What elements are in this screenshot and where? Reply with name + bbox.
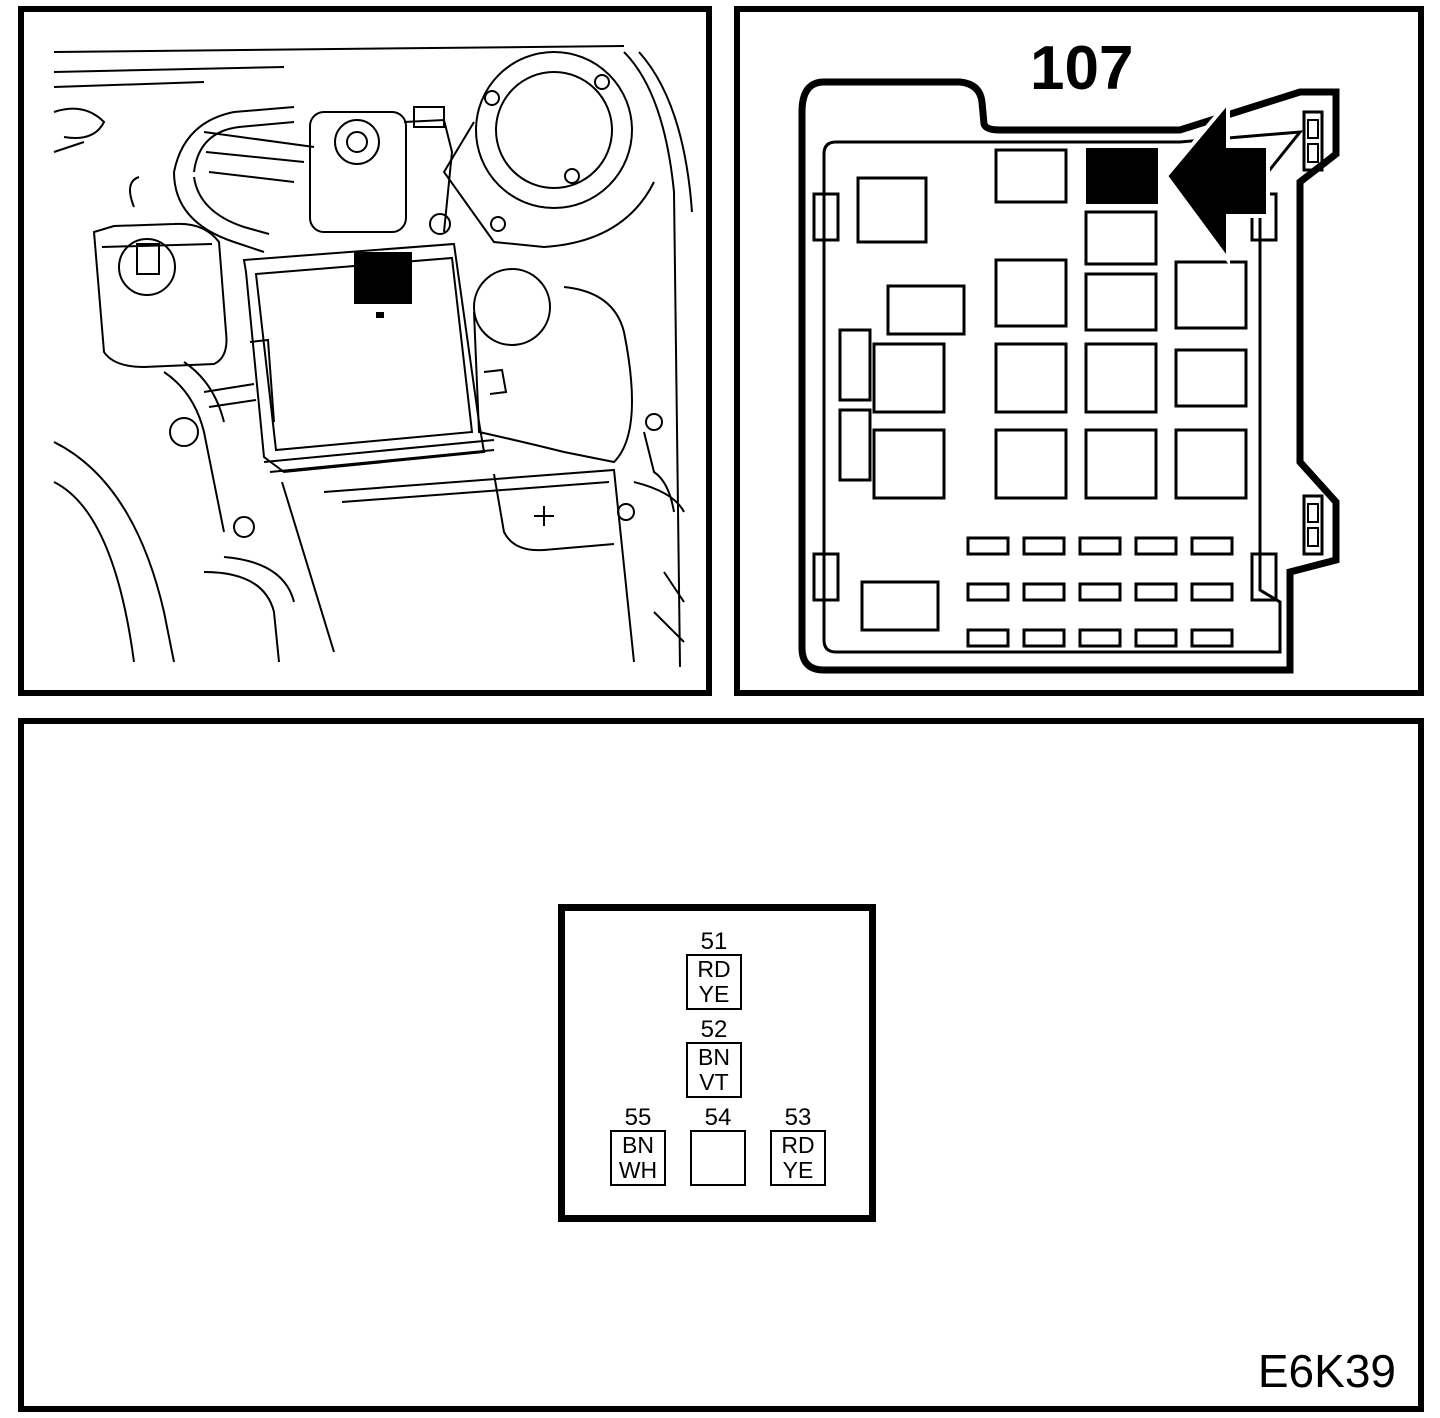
pin-number: 53 bbox=[784, 1104, 812, 1131]
relay-slot bbox=[1084, 428, 1158, 500]
wire-color-top: BN bbox=[622, 1132, 654, 1158]
pin-cavity bbox=[690, 1130, 746, 1186]
pin-number: 55 bbox=[624, 1104, 652, 1131]
relay-slots bbox=[838, 148, 1248, 632]
connector-pin-51: 51 RD YE bbox=[684, 930, 744, 1010]
relay-slot bbox=[1174, 428, 1248, 500]
engine-bay-drawing bbox=[53, 45, 693, 668]
relay-slot bbox=[872, 342, 946, 414]
relay-slot bbox=[872, 428, 946, 500]
pin-number: 51 bbox=[700, 928, 728, 955]
highlighted-relay-slot bbox=[1086, 148, 1158, 204]
relay-slot bbox=[1174, 260, 1248, 330]
connector-pin-52: 52 BN VT bbox=[684, 1018, 744, 1098]
relay-slot bbox=[1084, 342, 1158, 414]
mini-fuse-rows bbox=[966, 536, 1234, 648]
connector-pin-55: 55 BN WH bbox=[608, 1106, 668, 1186]
pin-number: 54 bbox=[704, 1104, 732, 1131]
relay-slot bbox=[994, 342, 1068, 414]
engine-bay-illustration-panel bbox=[18, 6, 712, 696]
wire-color-top: BN bbox=[698, 1044, 730, 1070]
relay-slot bbox=[1174, 348, 1248, 408]
figure-code: E6K39 bbox=[1257, 1345, 1396, 1397]
fuse-box-highlight-marker bbox=[354, 252, 412, 304]
wire-color-bottom: WH bbox=[618, 1157, 658, 1183]
pin-cavity: BN WH bbox=[610, 1130, 666, 1186]
wire-color-bottom: YE bbox=[698, 981, 730, 1007]
relay-slot bbox=[856, 176, 928, 244]
fuse-slot bbox=[838, 328, 872, 402]
pin-cavity: BN VT bbox=[686, 1042, 742, 1098]
wire-color-bottom: VT bbox=[699, 1069, 729, 1095]
fuse-box-layout-drawing bbox=[798, 78, 1340, 674]
connector-face bbox=[558, 904, 876, 1222]
relay-slot bbox=[994, 258, 1068, 328]
relay-slot bbox=[994, 148, 1068, 204]
wire-color-bottom: YE bbox=[782, 1157, 814, 1183]
wire-color-top: RD bbox=[697, 956, 731, 982]
pin-cavity: RD YE bbox=[770, 1130, 826, 1186]
relay-slot bbox=[1084, 272, 1158, 332]
connector-pinout-panel: 51 RD YE 52 BN VT 55 BN WH 54 53 RD YE bbox=[18, 718, 1424, 1412]
fuse-relay-box-layout-panel: 107 bbox=[734, 6, 1424, 696]
relay-slot bbox=[886, 284, 966, 336]
pin-cavity: RD YE bbox=[686, 954, 742, 1010]
relay-slot bbox=[860, 580, 940, 632]
pin-number: 52 bbox=[700, 1016, 728, 1043]
arrow-left-icon bbox=[1163, 96, 1270, 267]
wire-color-top: RD bbox=[781, 1132, 815, 1158]
relay-slot bbox=[1084, 210, 1158, 266]
fuse-slot bbox=[838, 408, 872, 482]
connector-pin-54: 54 bbox=[688, 1106, 748, 1186]
connector-pin-53: 53 RD YE bbox=[768, 1106, 828, 1186]
fuse-box-number: 107 bbox=[1030, 34, 1134, 103]
relay-slot bbox=[994, 428, 1068, 500]
